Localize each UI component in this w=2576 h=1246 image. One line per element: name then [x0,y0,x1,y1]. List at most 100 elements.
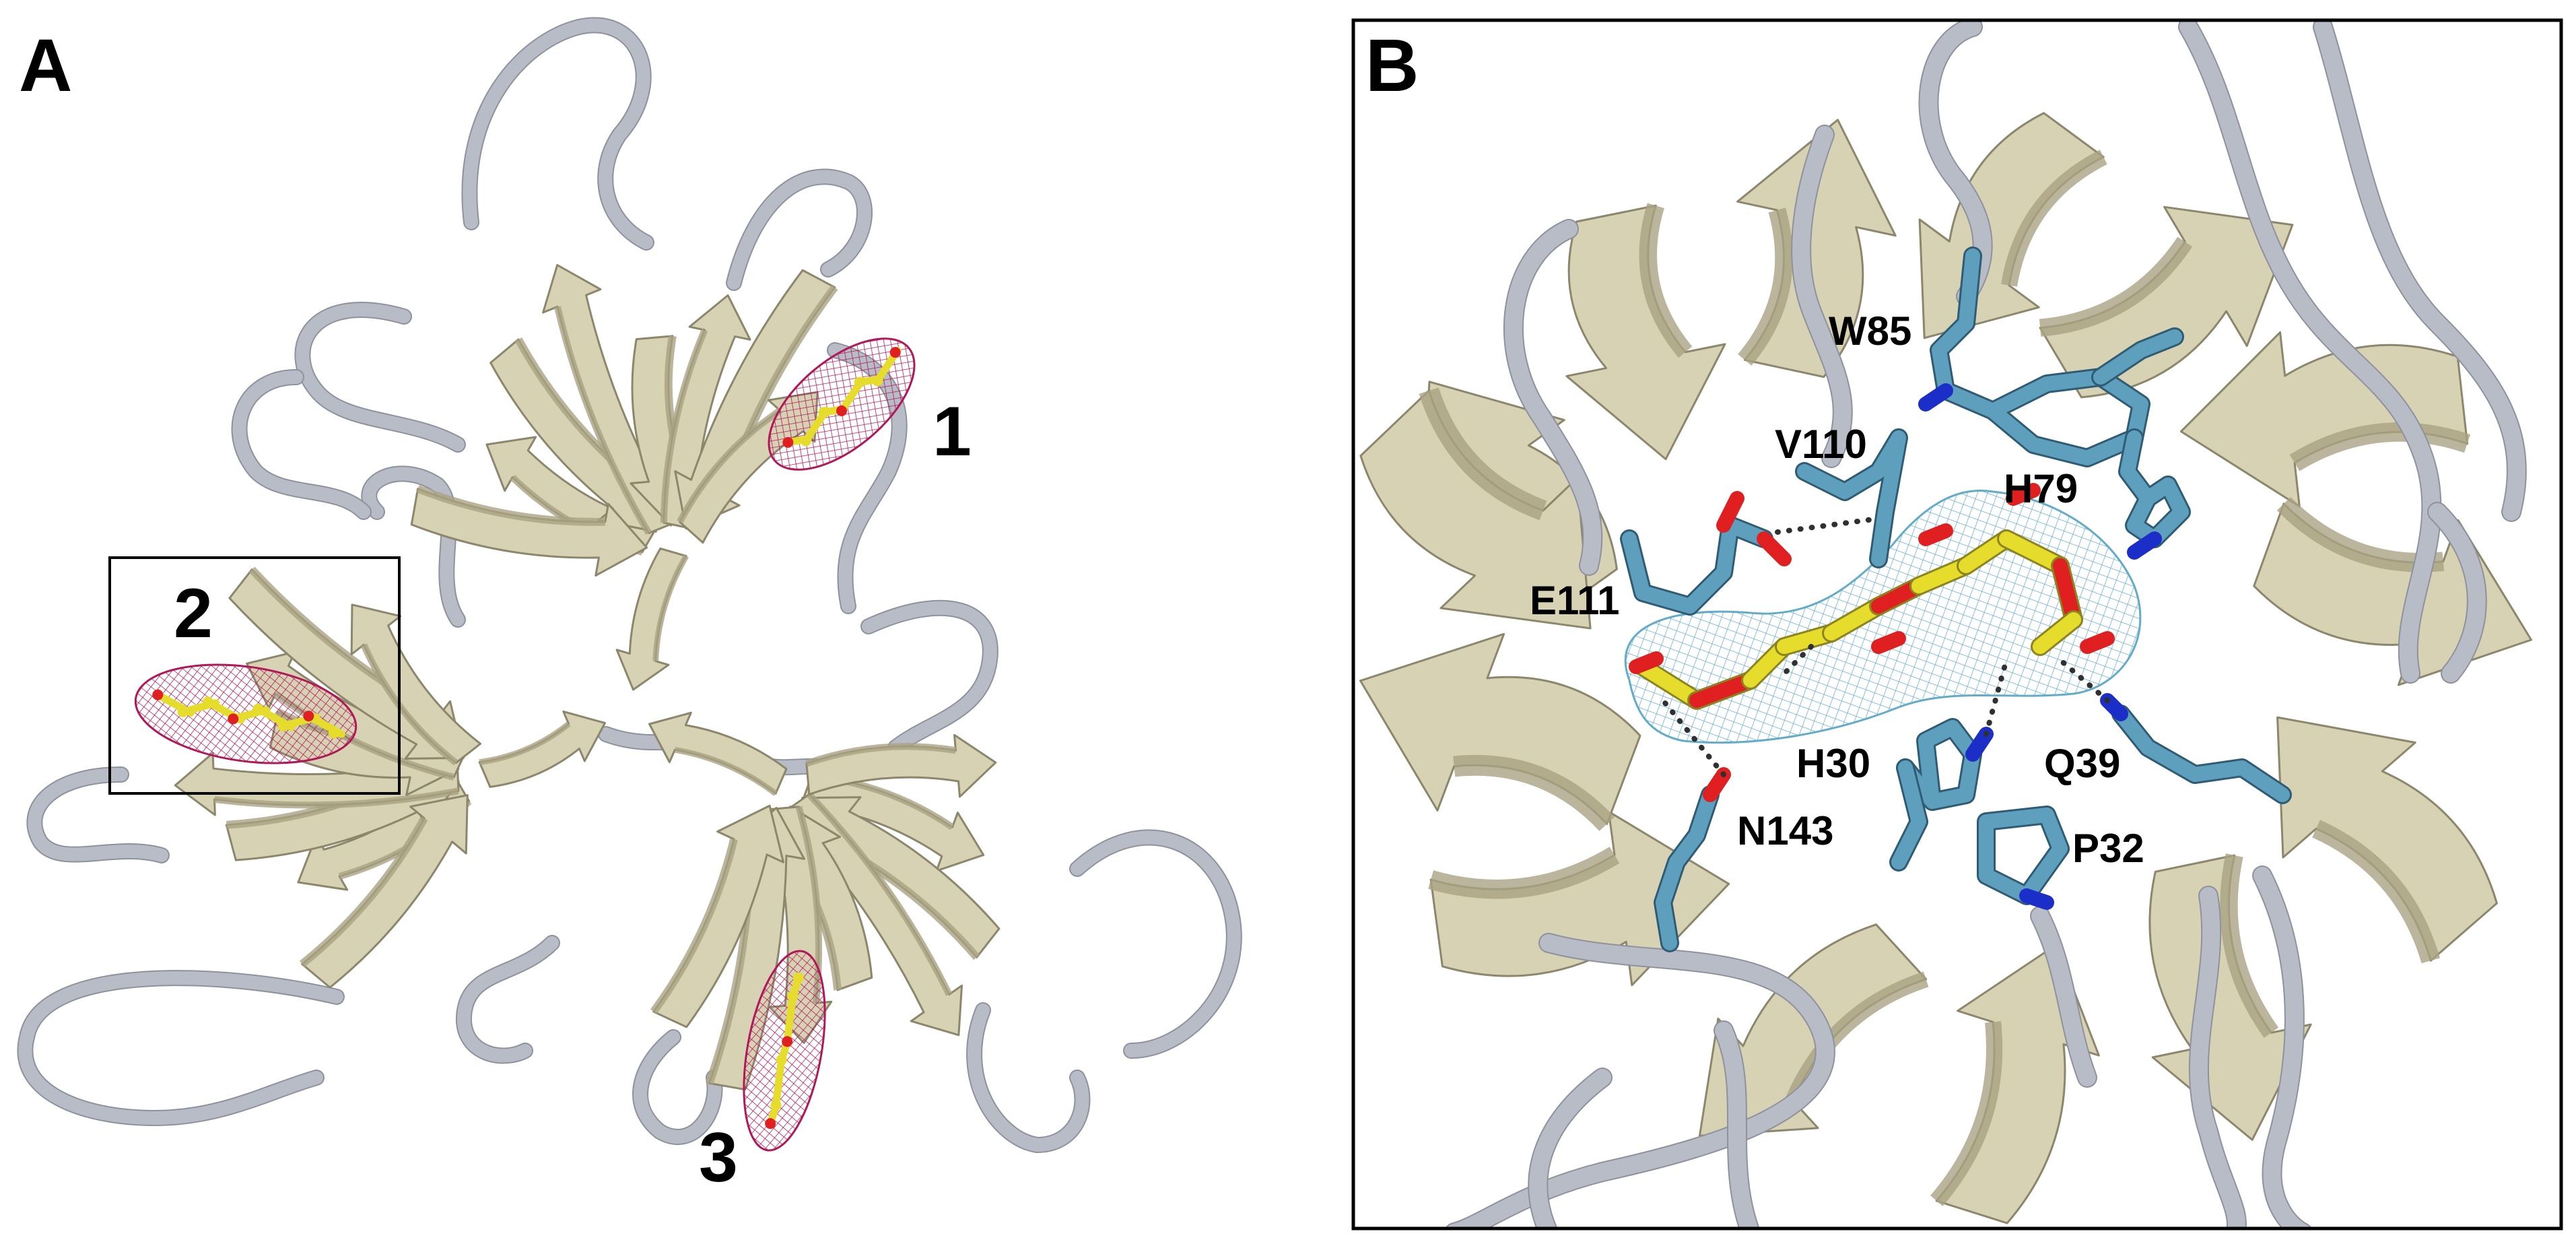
site-label-3: 3 [699,1119,738,1197]
coil-loop-11 [968,1004,1089,1152]
ligand-2-atom-4 [228,713,239,725]
residue-label-n143: N143 [1737,808,1833,853]
residue-q39-nitrogen [2100,693,2128,721]
panel-b-hydrogen-bonds [1660,516,2110,777]
ligand-1-atom-1 [782,436,794,448]
residue-p32-nitrogen [2019,888,2054,910]
barrel-coil-4 [2179,22,2441,682]
blade-2-hub-strand-shade [479,721,571,765]
barrel-coil-8 [2190,887,2245,1227]
barrel-strand-13-shade [1453,754,1615,831]
ligand-2-atom-6 [278,720,290,731]
ligand-2-atom-8 [328,727,339,739]
ligand-3-atom-4 [782,1036,793,1047]
ligand-bond-11 [2033,612,2081,654]
zoom-box [108,556,401,795]
coil-loop-7 [1071,830,1241,1057]
blade-1-strand-3-shade [553,306,652,535]
panel-a-ligands [134,337,916,1152]
barrel-strand-10-shade [1930,1021,2003,1206]
blade-2-strand-7-shade [360,643,459,766]
residue-n143-oxygen [1703,767,1731,802]
coil-loop-13 [232,370,370,519]
blade-2-strand-3-shade [213,787,459,809]
coil-loop-11-edge [966,1002,1091,1153]
barrel-coil-2 [1792,126,1852,467]
barrel-coil-5 [2314,22,2526,521]
hydrogen-bond-2 [1660,698,1726,777]
barrel-strand-14-shade [1419,387,1547,521]
ligand-3-atom-6 [792,972,804,983]
barrel-coil-12 [2429,503,2486,682]
barrel-strand-6-shade [2289,422,2471,471]
residue-label-e111: E111 [1530,578,1620,623]
barrel-strand-2-shade [1639,203,1693,358]
blade-1-strand-5-shade [660,329,708,523]
residue-n143 [1656,787,1718,950]
ligand-3-bond-2 [772,1058,785,1109]
panel-b-frame [1351,18,2563,1231]
residue-e111-oxygen-1 [1716,491,1744,533]
residue-h79-nitrogen [2127,531,2162,560]
residue-label-v110: V110 [1775,422,1867,467]
barrel-strand-4-shade [2001,150,2107,287]
ligand-1-atom-3 [818,407,829,418]
panel-b-residues [1620,247,2292,952]
panel-b-ligand [1629,483,2115,710]
residue-q39 [2113,707,2290,802]
barrel-coil-9 [2253,867,2310,1227]
barrel-strand-8-shade [2312,820,2440,964]
residue-p32 [1979,808,2068,903]
ligand-1-atom-4 [836,405,847,416]
ligand-oxygen-3 [2006,483,2041,506]
blade-2-strand-8-shade [299,816,428,968]
blade-3-strand-7-shade [805,743,957,767]
blade-2-hub-strand [478,710,606,788]
ligand-3-bond-4 [783,994,796,1045]
coil-loop-10 [634,1030,722,1144]
residue-label-w85: W85 [1829,308,1911,354]
ligand-2-atom-7 [303,711,314,722]
site-label-1: 1 [933,393,972,471]
ligand-1-atom-5 [854,376,865,388]
blade-3-hub-strand [648,711,788,795]
residue-h30-backbone [1891,760,1926,870]
barrel-strand-3-shade [1738,207,1793,366]
ligand-2-atom-5 [252,703,264,715]
residue-e111-oxygen-2 [1757,531,1792,566]
residue-label-h79: H79 [2004,466,2078,511]
ligand-3-atom-1 [765,1118,776,1129]
hydrogen-bond-4 [1782,644,1814,676]
barrel-coil-7 [1529,1069,1611,1227]
coil-loop-1 [463,18,653,249]
barrel-coil-10 [1715,1022,1759,1227]
coil-loop-9 [28,768,168,862]
barrel-strand-5-shade [2039,236,2193,337]
ligand-2-atom-3 [202,696,213,708]
barrel-strand-12-shade [1428,847,1620,899]
residue-label-q39: Q39 [2044,741,2120,786]
barrel-strand-9-shade [2220,853,2279,1039]
residue-v110 [1797,430,1906,566]
barrel-coil-11 [2031,907,2096,1086]
ligand-1-atom-2 [800,435,811,447]
residue-h30-nitrogen [1965,727,1994,762]
hydrogen-bond-5 [1984,657,2009,737]
blade-3-strand-3-shade [807,792,953,996]
ligand-bond-2 [1689,673,1758,708]
blade-3-hub-strand-shade [674,746,778,796]
barrel-coil-1 [1504,220,1602,575]
ligand-oxygen-1 [1629,651,1664,674]
ligand-2-atom-1 [152,689,164,700]
barrel-strand-11-shade [1785,971,1929,1105]
ligand-bond-9 [1999,531,2068,573]
coil-loop-2 [296,303,465,451]
residue-label-p32: P32 [2072,826,2144,871]
panel-a: A 1 2 3 [17,17,1242,1197]
ligand-3-atom-2 [770,1099,782,1111]
ligand-1-atom-6 [872,375,883,387]
blade-1-strand-7-shade [677,407,782,524]
barrel-coil-3 [1920,22,1992,305]
residue-h79 [2120,430,2189,546]
residue-w85-ring [2093,329,2182,385]
